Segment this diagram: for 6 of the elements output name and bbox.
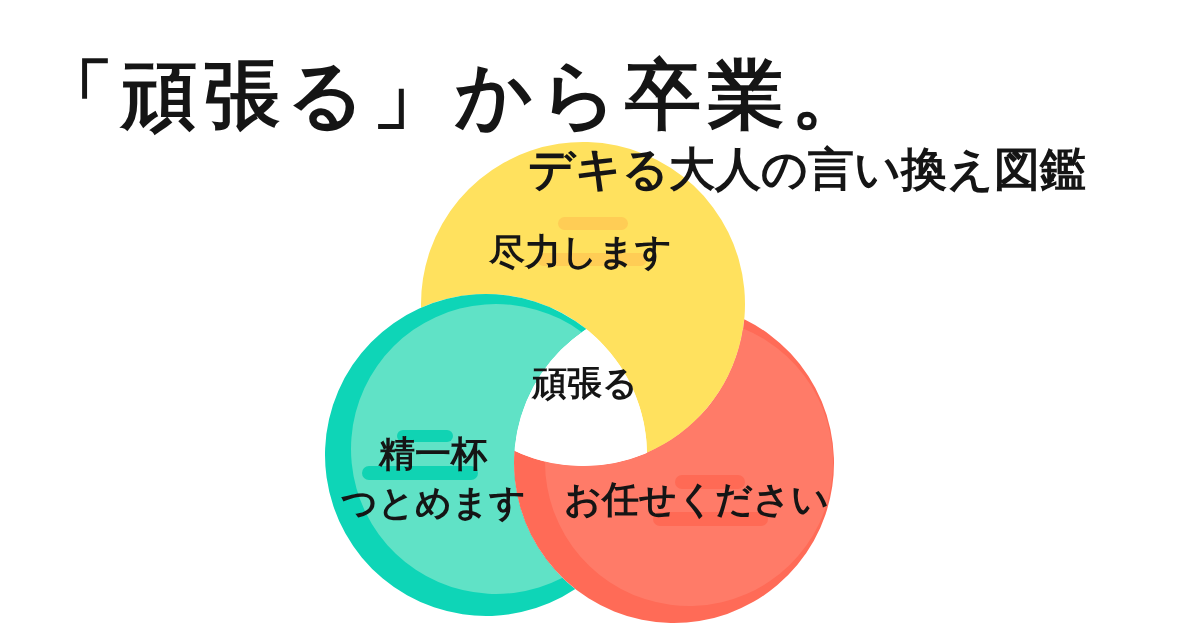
region-label: 尽力します <box>488 216 672 273</box>
center-label: 頑張る <box>532 362 638 404</box>
center-region <box>514 329 647 466</box>
region-label: お任せください <box>563 475 829 526</box>
title: 「頑張る」から卒業。 <box>38 53 874 137</box>
subtitle: デキる大人の言い換え図鑑 <box>528 143 1086 196</box>
